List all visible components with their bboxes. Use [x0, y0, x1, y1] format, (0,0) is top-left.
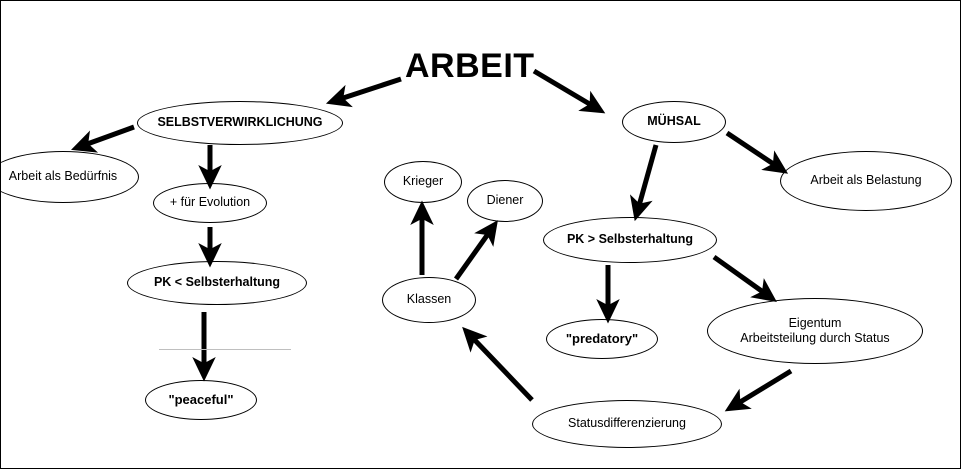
node-label: Arbeit als Belastung: [810, 173, 922, 188]
node-predatory[interactable]: "predatory": [546, 319, 658, 359]
node-label: Eigentum Arbeitsteilung durch Status: [740, 315, 890, 345]
node-peaceful[interactable]: "peaceful": [145, 380, 257, 420]
edge-statusdifferenzierung-to-klassen: [462, 326, 534, 402]
edge-muehsal-to-pk-groesser: [629, 144, 659, 222]
node-label: Arbeit als Bedürfnis: [8, 169, 118, 184]
node-label: Krieger: [402, 174, 444, 189]
faint-rule-decoration: [159, 349, 291, 350]
node-label: PK > Selbsterhaltung: [566, 232, 694, 247]
node-arbeit-als-beduerfnis[interactable]: Arbeit als Bedürfnis: [1, 151, 139, 203]
node-label: SELBSTVERWIRKLICHUNG: [157, 115, 323, 130]
page-title: ARBEIT: [405, 47, 535, 85]
node-label: PK < Selbsterhaltung: [153, 275, 281, 290]
node-krieger[interactable]: Krieger: [384, 161, 462, 203]
node-pk-kleiner-selbsterhaltung[interactable]: PK < Selbsterhaltung: [127, 261, 307, 305]
node-label: Statusdifferenzierung: [568, 416, 686, 431]
edge-pk-groesser-to-eigentum: [712, 254, 777, 302]
node-label: "predatory": [565, 331, 639, 347]
node-label: "peaceful": [168, 392, 234, 408]
node-diener[interactable]: Diener: [467, 180, 543, 222]
node-muehsal[interactable]: MÜHSAL: [622, 101, 726, 143]
edge-arbeit-to-muehsal: [532, 68, 606, 114]
node-eigentum[interactable]: Eigentum Arbeitsteilung durch Status: [707, 298, 923, 364]
node-klassen[interactable]: Klassen: [382, 277, 476, 323]
node-label: Diener: [486, 193, 524, 208]
node-selbstverwirklichung[interactable]: SELBSTVERWIRKLICHUNG: [137, 101, 343, 145]
node-label: MÜHSAL: [647, 114, 701, 129]
edge-klassen-to-diener: [453, 220, 498, 281]
edge-selbstverwirklichung-to-beduerfnis: [71, 124, 135, 153]
edge-eigentum-to-statusdifferenzierung: [724, 368, 793, 412]
node-arbeit-als-belastung[interactable]: Arbeit als Belastung: [780, 151, 952, 211]
node-label: + für Evolution: [169, 195, 251, 210]
node-fuer-evolution[interactable]: + für Evolution: [153, 183, 267, 223]
node-pk-groesser-selbsterhaltung[interactable]: PK > Selbsterhaltung: [543, 217, 717, 263]
edge-muehsal-to-belastung: [725, 130, 789, 174]
edge-arbeit-to-selbstverwirklichung: [325, 76, 402, 108]
node-statusdifferenzierung[interactable]: Statusdifferenzierung: [532, 400, 722, 448]
node-label: Klassen: [406, 292, 452, 307]
